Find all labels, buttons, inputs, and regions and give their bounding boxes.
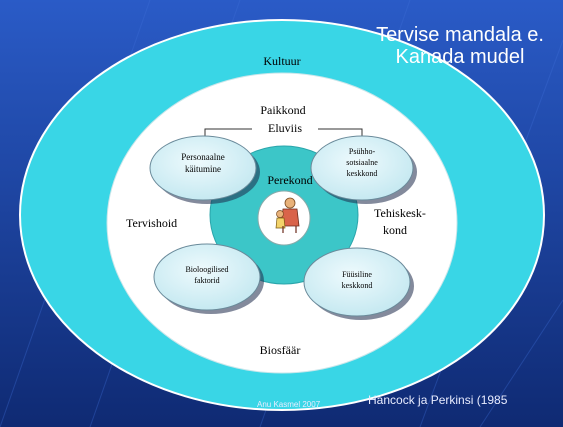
node-psuhho-text: Psühho- sotsiaalne keskkond	[314, 146, 410, 179]
label-paikkond: Paikkond	[260, 103, 306, 117]
node-bioloogilised	[153, 243, 264, 314]
slide-title: Tervise mandala e. Kanada mudel	[345, 24, 563, 68]
footer-author: Anu Kasmel 2007	[257, 400, 321, 409]
node-psuhho-line-1: Psühho-	[348, 147, 376, 156]
node-personaalne	[149, 135, 260, 204]
node-bioloogilised-line-2: faktorid	[194, 276, 220, 285]
label-kultuur: Kultuur	[263, 54, 301, 68]
node-psuhho-line-3: keskkond	[346, 169, 378, 178]
person-icon	[275, 197, 300, 233]
node-fuusiline	[303, 247, 414, 320]
title-line-1: Tervise mandala e.	[376, 24, 544, 46]
node-fuusiline-text: Füüsiline keskkond	[307, 269, 407, 291]
label-biosfaar: Biosfäär	[259, 343, 301, 357]
node-personaalne-line-1: Personaalne	[181, 152, 225, 162]
footer-citation: Hancock ja Perkinsi (1985	[368, 393, 508, 407]
node-bioloogilised-text: Bioloogilised faktorid	[157, 264, 257, 286]
node-bioloogilised-line-1: Bioloogilised	[185, 265, 229, 274]
node-psuhho-line-2: sotsiaalne	[346, 158, 378, 167]
node-psuhhosotsiaalne	[310, 135, 417, 204]
node-fuusiline-line-1: Füüsiline	[342, 270, 372, 279]
label-tervishoid: Tervishoid	[126, 216, 178, 230]
node-personaalne-line-2: käitumine	[185, 164, 221, 174]
label-eluviis: Eluviis	[267, 121, 303, 135]
node-fuusiline-line-2: keskkond	[341, 281, 373, 290]
node-personaalne-text: Personaalne käitumine	[153, 151, 253, 175]
label-perekond: Perekond	[267, 173, 313, 187]
label-tehiskeskkond-1: Tehiskesk-	[374, 206, 426, 220]
label-tehiskeskkond-2: kond	[383, 223, 407, 237]
title-line-2: Kanada mudel	[395, 46, 525, 68]
